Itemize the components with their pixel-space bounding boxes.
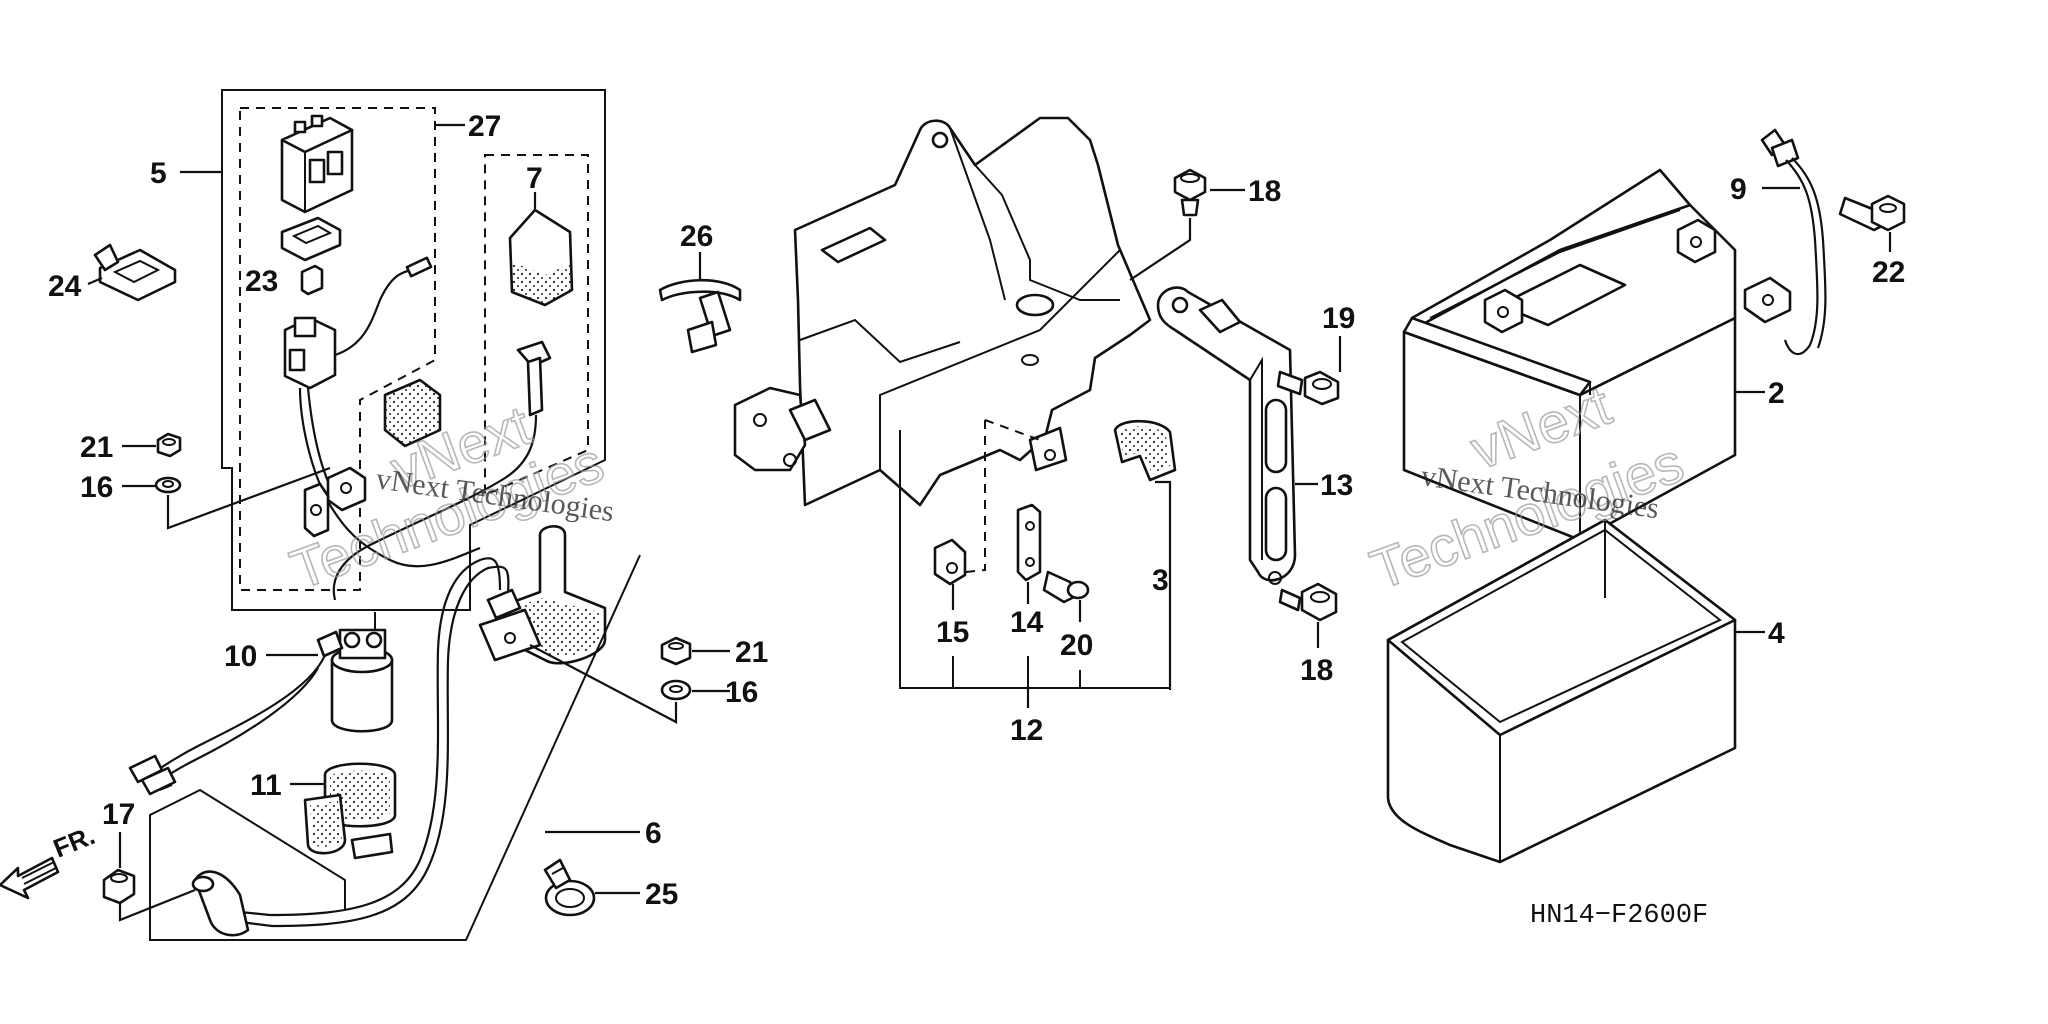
battery-cable-positive — [332, 340, 552, 601]
callout-18-top: 18 — [1248, 175, 1281, 208]
callout-21-left: 21 — [80, 431, 113, 464]
bolt-part-18-top — [1173, 168, 1207, 217]
battery-cable-part-6 — [191, 525, 607, 937]
callout-19: 19 — [1322, 302, 1355, 335]
bolt-part-22 — [1838, 194, 1906, 232]
bolt-part-18-bottom — [1278, 582, 1338, 622]
callout-26: 26 — [680, 220, 713, 253]
callout-13: 13 — [1320, 469, 1353, 502]
callout-23: 23 — [245, 265, 278, 298]
fuse-gasket — [280, 216, 342, 262]
leader-24 — [87, 276, 103, 286]
callout-16-left: 16 — [80, 471, 113, 504]
callout-7: 7 — [526, 162, 543, 195]
nut-part-21-right — [660, 636, 692, 666]
screw-part-20 — [1042, 570, 1090, 604]
group-leader-16-21-right — [529, 644, 678, 724]
rubber-cap-small — [383, 378, 442, 448]
callout-2: 2 — [1768, 377, 1785, 410]
bolt-part-19 — [1276, 370, 1340, 406]
callout-3: 3 — [1152, 564, 1169, 597]
group-frame-5 — [221, 89, 606, 611]
leader-3 — [1155, 480, 1172, 690]
battery-bracket-part-13 — [1156, 286, 1297, 585]
fuse-part-23 — [300, 264, 324, 296]
holder-part-24 — [93, 243, 177, 302]
washer-part-16-left — [154, 476, 182, 494]
rubber-cushion-part-3 — [1113, 419, 1177, 482]
callout-11: 11 — [250, 769, 282, 802]
callout-17: 17 — [102, 798, 135, 831]
callout-16-right: 16 — [725, 676, 758, 709]
callout-5: 5 — [150, 157, 167, 190]
battery-case-part-4 — [1386, 518, 1737, 864]
group-leader-17 — [118, 888, 196, 922]
callout-24: 24 — [48, 270, 82, 303]
relay-connector — [128, 754, 177, 796]
band-part-25 — [543, 858, 596, 917]
battery-holder-tray-part-3 — [733, 116, 1152, 507]
nut-part-21-left — [156, 432, 182, 458]
nut-part-17 — [102, 868, 136, 905]
callout-18-bottom: 18 — [1300, 654, 1333, 687]
relay-rubber-mount-part-11 — [303, 762, 397, 860]
fuse-connector — [283, 256, 481, 568]
starter-relay-wire — [149, 654, 327, 776]
band-part-26 — [658, 278, 742, 354]
starter-relay-part-10 — [316, 612, 394, 733]
fuse-box-part-27 — [280, 114, 354, 214]
dashed-ref-14 — [984, 419, 1041, 441]
group-frame-27 — [239, 107, 436, 591]
callout-10: 10 — [224, 640, 257, 673]
diagram-code: HN14−F2600F — [1530, 901, 1708, 931]
washer-part-16-right — [660, 679, 692, 701]
group-leader-18-top — [1129, 218, 1192, 281]
callout-25: 25 — [645, 878, 678, 911]
nut-part-15 — [933, 538, 967, 586]
group-frame-7 — [484, 154, 589, 497]
callout-27: 27 — [468, 110, 501, 143]
terminal-plate — [303, 466, 367, 538]
callout-14: 14 — [1010, 606, 1044, 639]
group-frame-6 — [149, 554, 641, 941]
group-leader-16-21 — [166, 466, 331, 530]
terminal-cover-part-7 — [508, 208, 574, 307]
callout-20: 20 — [1060, 629, 1093, 662]
plate-part-14 — [1016, 503, 1042, 582]
callout-9: 9 — [1730, 173, 1747, 206]
callout-22: 22 — [1872, 256, 1905, 289]
dashed-ref-15 — [965, 420, 986, 573]
battery-part-2 — [1402, 168, 1737, 542]
callout-15: 15 — [936, 616, 969, 649]
callout-21-right: 21 — [735, 636, 768, 669]
callout-6: 6 — [645, 817, 662, 850]
battery-cable-part-9 — [1743, 128, 1827, 356]
callout-4: 4 — [1768, 617, 1785, 650]
front-label: FR. — [49, 820, 99, 864]
front-arrow-icon — [0, 856, 60, 900]
callout-12: 12 — [1010, 714, 1043, 747]
